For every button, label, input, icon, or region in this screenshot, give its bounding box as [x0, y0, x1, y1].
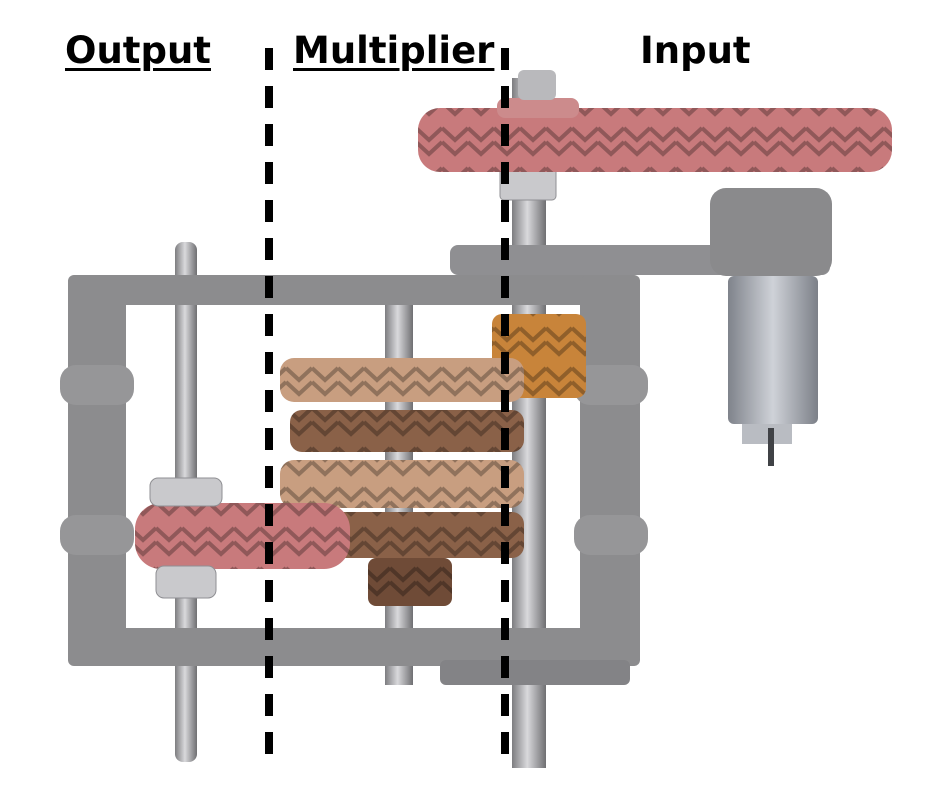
multiplier-gear-stack [280, 358, 524, 606]
input-label: Input [640, 29, 751, 72]
input-gear [418, 70, 892, 172]
multiplier-label: Multiplier [293, 29, 495, 72]
output-gear [135, 477, 350, 599]
motor [710, 188, 832, 466]
output-label: Output [65, 29, 211, 72]
gearbox-frame [60, 245, 830, 685]
